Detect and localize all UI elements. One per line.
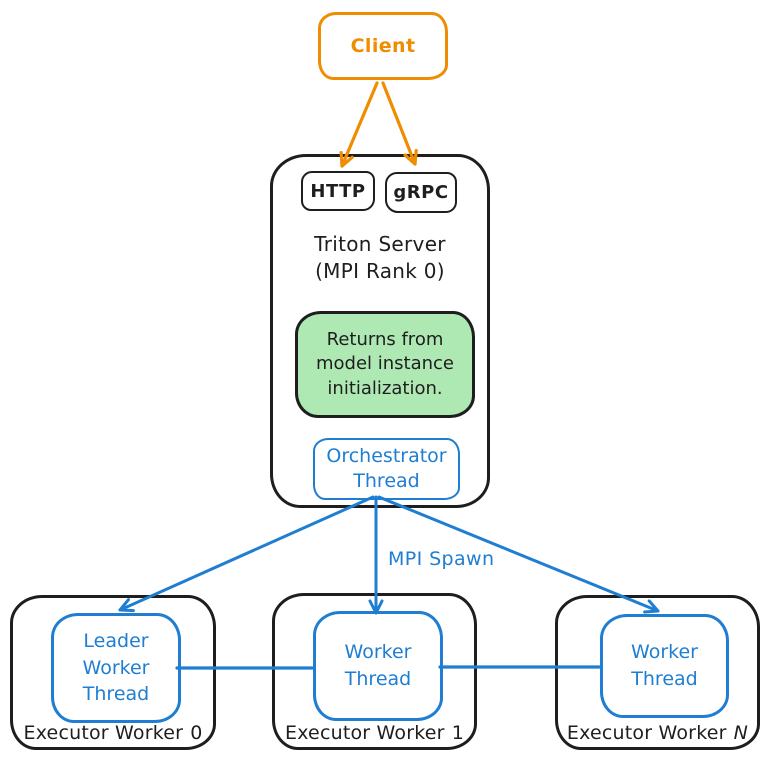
grpc-endpoint-node: gRPC: [385, 172, 457, 213]
triton-server-node: HTTP gRPC Triton Server (MPI Rank 0) Ret…: [270, 154, 490, 508]
orchestrator-thread-node: Orchestrator Thread: [313, 438, 460, 500]
client-node: Client: [318, 12, 448, 80]
worker-thread-n-label: Worker Thread: [631, 641, 698, 690]
triton-title-line2: (MPI Rank 0): [315, 259, 445, 283]
worker-thread-n-node: Worker Thread: [600, 614, 729, 718]
leader-worker-thread-label: Leader Worker Thread: [82, 630, 150, 706]
init-note-node: Returns from model instance initializati…: [295, 311, 475, 418]
grpc-label: gRPC: [393, 182, 449, 203]
worker-name-suffix: 1: [451, 722, 464, 744]
triton-title-line1: Triton Server: [314, 232, 446, 256]
triton-server-title: Triton Server (MPI Rank 0): [273, 231, 487, 285]
executor-worker-0-label: Executor Worker 0: [13, 722, 213, 744]
worker-name-prefix: Executor Worker: [284, 722, 445, 744]
http-label: HTTP: [310, 180, 366, 202]
worker-name-suffix: 0: [190, 722, 203, 744]
executor-worker-n-node: Worker Thread Executor Worker N: [555, 595, 760, 750]
worker-name-prefix: Executor Worker: [23, 722, 184, 744]
mpi-spawn-label: MPI Spawn: [388, 548, 495, 570]
worker-name-prefix: Executor Worker: [566, 722, 727, 744]
worker-name-suffix: N: [733, 722, 749, 744]
executor-worker-n-label: Executor Worker N: [558, 722, 757, 744]
leader-worker-thread-node: Leader Worker Thread: [51, 613, 181, 723]
client-label: Client: [350, 35, 416, 57]
executor-worker-1-node: Worker Thread Executor Worker 1: [272, 593, 477, 750]
executor-worker-0-node: Leader Worker Thread Executor Worker 0: [10, 595, 216, 750]
init-note-text: Returns from model instance initializati…: [315, 329, 455, 399]
worker-thread-1-node: Worker Thread: [313, 611, 443, 721]
orchestrator-thread-label: Orchestrator Thread: [326, 445, 447, 492]
http-endpoint-node: HTTP: [301, 171, 375, 211]
client-to-grpc-arrow: [381, 81, 418, 166]
executor-worker-1-label: Executor Worker 1: [275, 722, 474, 744]
worker-thread-1-label: Worker Thread: [344, 641, 412, 690]
